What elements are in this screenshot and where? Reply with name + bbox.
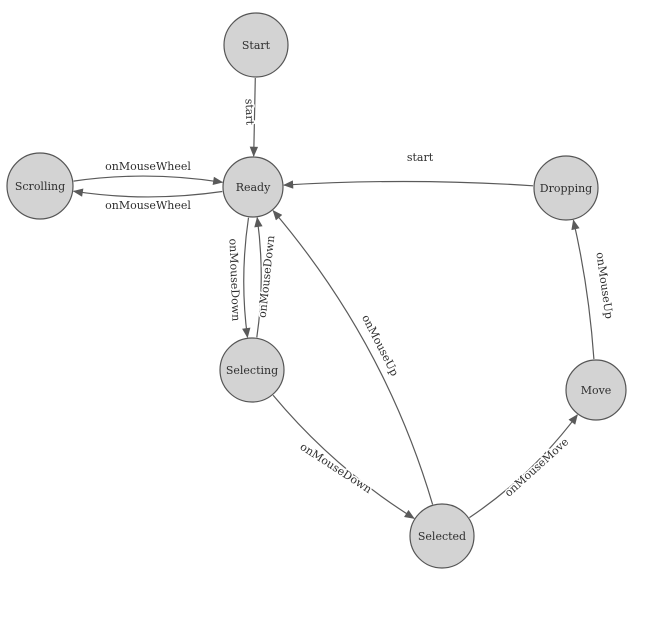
transition-edge — [469, 414, 578, 519]
state-node[interactable]: Start — [223, 12, 289, 78]
transition-label: onMouseWheel — [105, 199, 191, 212]
state-circle[interactable] — [222, 156, 284, 218]
state-node[interactable]: Ready — [222, 156, 284, 218]
state-node[interactable]: Dropping — [533, 155, 599, 221]
transition-edge — [72, 188, 223, 198]
state-node-label: Move — [581, 384, 612, 397]
transition-edge — [242, 217, 251, 339]
state-node-label: Ready — [236, 181, 271, 194]
state-circle[interactable] — [6, 152, 74, 220]
transition-label: onMouseWheel — [105, 160, 191, 173]
transition-edge — [254, 216, 263, 338]
state-node[interactable]: Scrolling — [6, 152, 74, 220]
state-node-label: Selecting — [226, 364, 278, 377]
state-node-label: Start — [242, 39, 271, 52]
transition-label: onMouseDown — [298, 440, 375, 496]
state-circle[interactable] — [223, 12, 289, 78]
state-circle[interactable] — [565, 359, 627, 421]
state-node[interactable]: Selected — [409, 503, 475, 569]
state-circle[interactable] — [533, 155, 599, 221]
transition-edge — [571, 219, 595, 360]
transition-label: onMouseDown — [256, 235, 278, 319]
state-node[interactable]: Selecting — [219, 337, 285, 403]
transition-edge — [272, 394, 415, 519]
transition-edge — [249, 77, 259, 157]
state-circle[interactable] — [219, 337, 285, 403]
transition-label: onMouseUp — [593, 251, 615, 319]
state-node-label: Dropping — [540, 182, 592, 195]
transition-label: onMouseDown — [227, 238, 243, 321]
state-node[interactable]: Move — [565, 359, 627, 421]
transition-label: onMouseUp — [359, 313, 401, 379]
transition-edge — [272, 209, 434, 505]
transition-label: onMouseMove — [502, 435, 571, 499]
transition-label: start — [243, 99, 257, 126]
state-node-label: Selected — [418, 530, 466, 543]
transition-edge — [73, 175, 224, 186]
transition-label: start — [407, 151, 434, 164]
state-node-label: Scrolling — [15, 180, 65, 193]
state-circle[interactable] — [409, 503, 475, 569]
transition-edge — [283, 180, 534, 189]
